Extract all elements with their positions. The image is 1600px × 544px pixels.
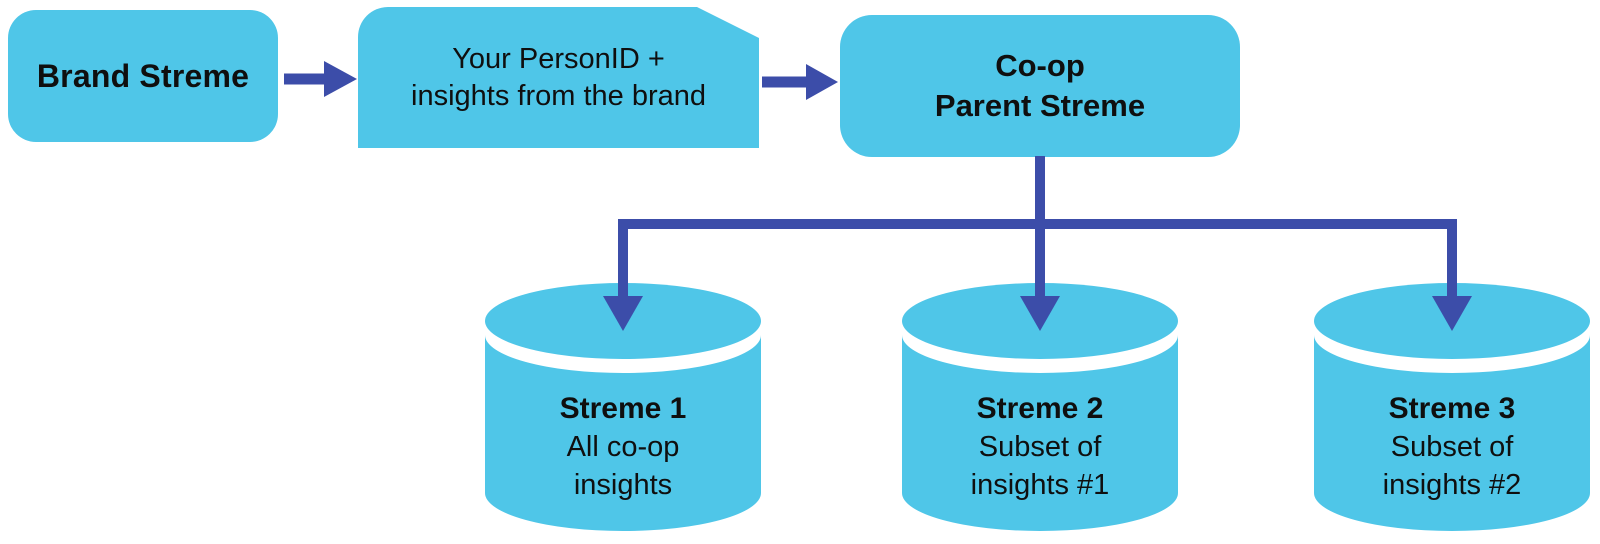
node-streme-1-title: Streme 1	[559, 392, 687, 425]
node-brand-streme-label: Brand Streme	[36, 57, 250, 94]
node-streme-1-line1: All co-op	[566, 431, 680, 463]
node-coop-parent-line2: Parent Streme	[934, 88, 1146, 123]
node-coop-parent-line1: Co-op	[995, 48, 1085, 83]
node-payload-line2: insights from the brand	[411, 79, 706, 112]
node-streme-2: Streme 2 Subset of insights #1	[902, 283, 1178, 531]
node-streme-2-text: Streme 2 Subset of insights #1	[902, 371, 1178, 523]
node-streme-1: Streme 1 All co-op insights	[485, 283, 761, 531]
node-brand-streme: Brand Streme	[8, 10, 278, 142]
node-streme-3-line2: insights #2	[1382, 469, 1522, 501]
arrow-brand-to-note-icon	[284, 61, 357, 97]
node-coop-parent-streme: Co-op Parent Streme	[840, 15, 1240, 157]
arrow-note-to-parent-icon	[762, 64, 838, 100]
node-payload-line1: Your PersonID +	[452, 42, 665, 75]
node-streme-2-line1: Subset of	[978, 431, 1102, 463]
node-streme-1-text: Streme 1 All co-op insights	[485, 371, 761, 523]
node-streme-3-line1: Subset of	[1390, 431, 1514, 463]
node-streme-3-text: Streme 3 Subset of insights #2	[1314, 371, 1590, 523]
node-payload-note: Your PersonID + insights from the brand	[358, 7, 759, 148]
node-streme-3-title: Streme 3	[1388, 392, 1516, 425]
node-streme-2-title: Streme 2	[976, 392, 1104, 425]
node-streme-3: Streme 3 Subset of insights #2	[1314, 283, 1590, 531]
node-streme-2-line2: insights #1	[970, 469, 1110, 501]
node-streme-1-line2: insights	[573, 469, 673, 501]
